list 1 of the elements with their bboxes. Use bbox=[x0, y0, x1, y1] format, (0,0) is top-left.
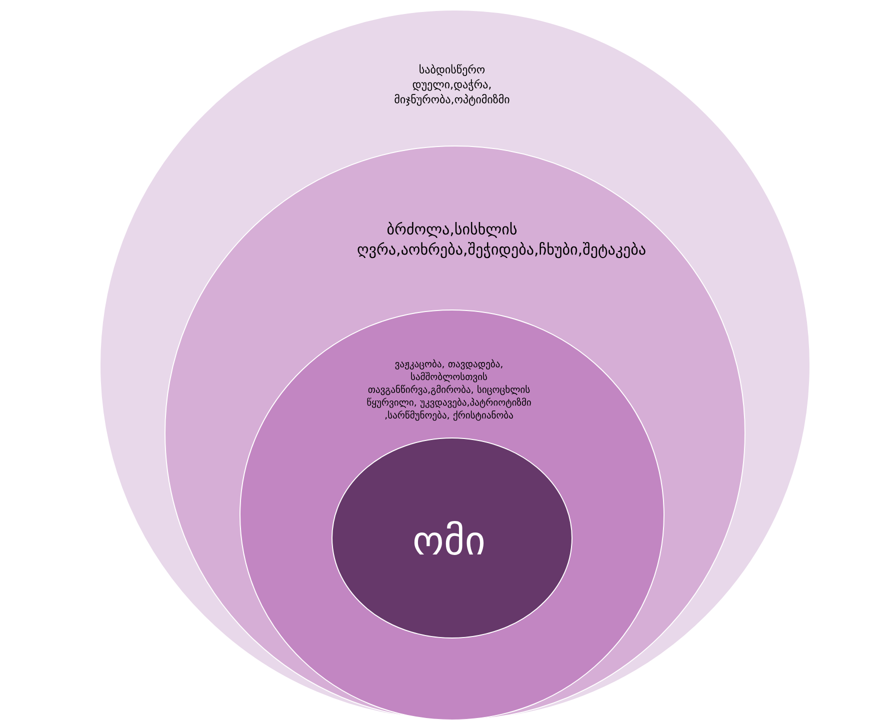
circle-label: ომი bbox=[332, 437, 572, 638]
